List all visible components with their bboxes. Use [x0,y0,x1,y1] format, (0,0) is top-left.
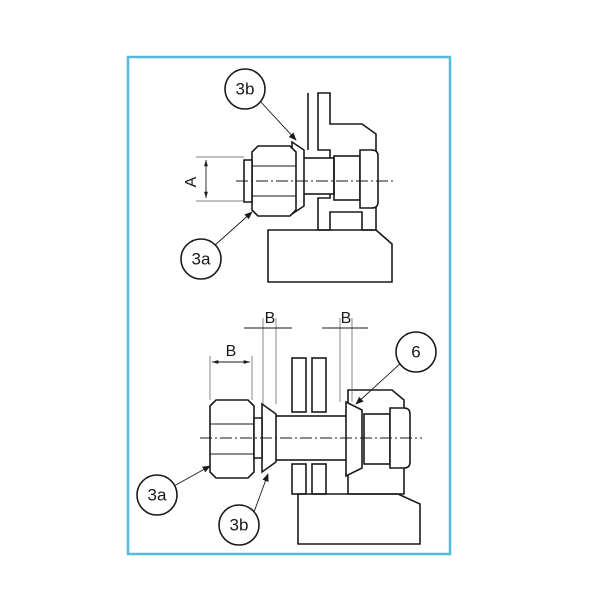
bottom-dimension-b-right-label: B [341,310,352,327]
bottom-dimension-b-left-label: B [226,343,237,360]
bottom-hex-nut [209,399,263,479]
bottom-callout-6: 6 [355,331,437,405]
top-dimension-a: A [183,156,244,202]
bottom-dimension-b-left: B [209,343,253,400]
bottom-callout-6-label: 6 [411,343,420,362]
bottom-callout-3a: 3a [136,465,211,516]
diagram-frame [126,55,452,556]
top-bolt-head [333,149,379,209]
top-callout-3a-label: 3a [192,250,211,269]
top-callout-3a: 3a [180,211,253,280]
bottom-callout-3b-label: 3b [230,516,249,535]
bottom-plates [291,357,405,495]
top-bolt-shank [301,157,335,195]
top-callout-3b-label: 3b [236,80,255,99]
bottom-dimension-b-right: B [322,310,368,402]
bottom-dimension-b-mid-label: B [265,310,276,327]
bottom-head-washer [345,400,363,478]
bottom-base-block [297,493,421,545]
bottom-dimension-b-mid: B [244,310,292,404]
bottom-view: B B B 6 3a [136,310,437,546]
bottom-callout-3b: 3b [218,473,269,546]
bottom-callout-3a-label: 3a [148,486,167,505]
top-hex-nut [243,145,297,217]
top-dimension-a-label: A [183,176,200,187]
top-base-block [267,229,393,283]
top-callout-3b: 3b [224,68,297,141]
top-view: A 3b 3a [180,68,394,283]
